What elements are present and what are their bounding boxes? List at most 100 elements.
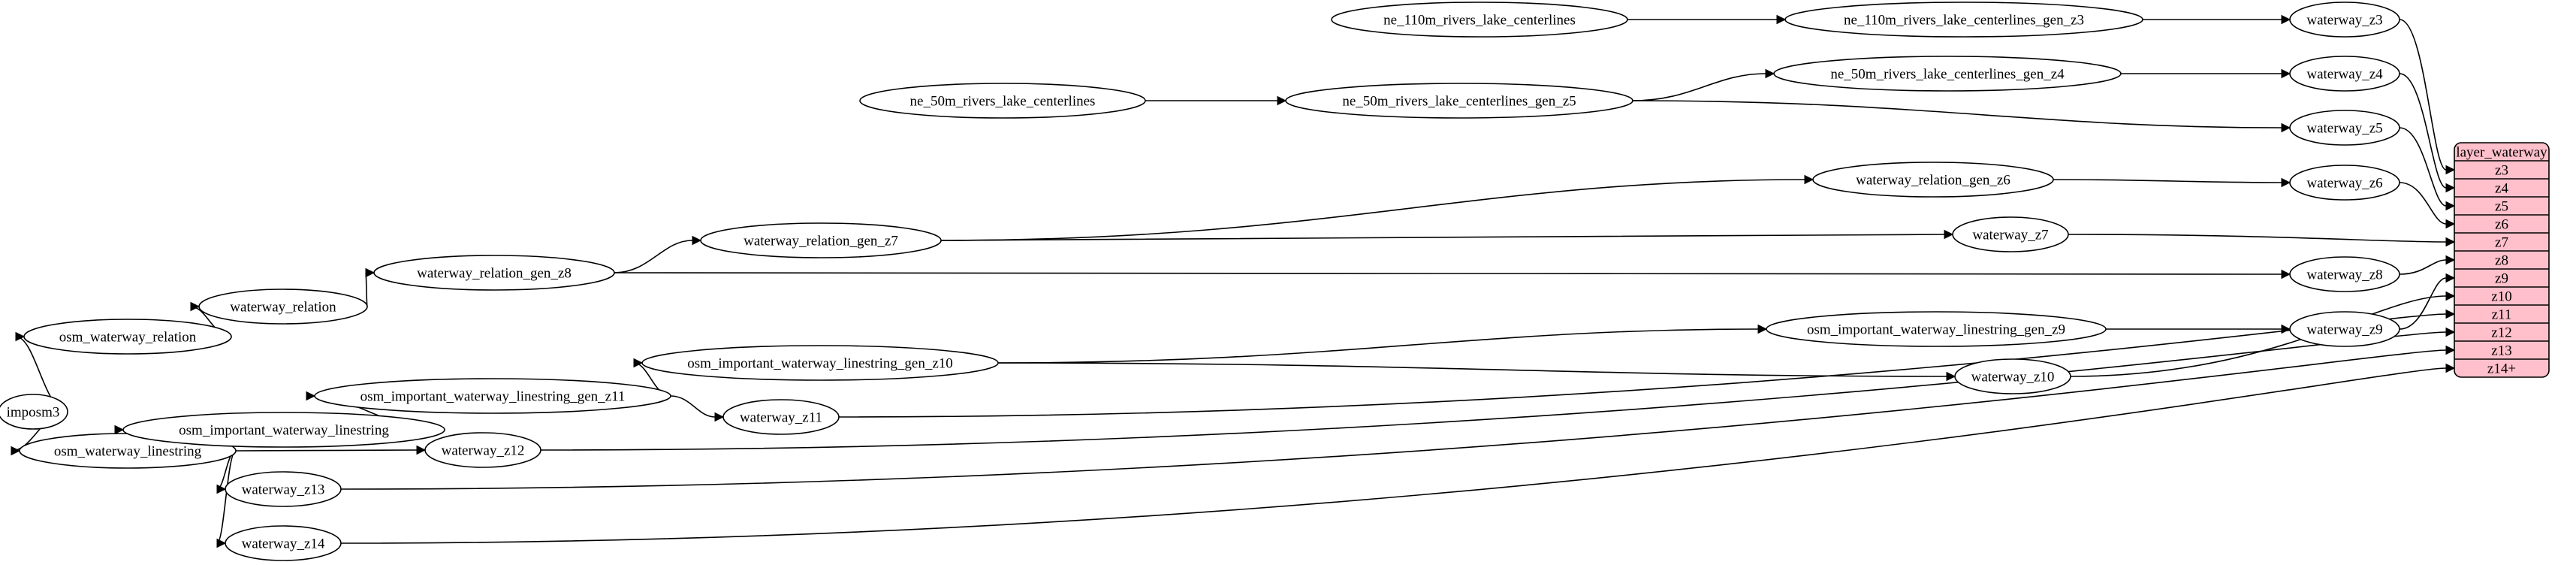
node-waterway_z5[interactable]: waterway_z5 [2289,110,2400,146]
node-label: osm_waterway_relation [59,330,197,346]
node-waterway_z11[interactable]: waterway_z11 [722,399,840,435]
node-ne_50m_rivers_lake_centerlines_gen_z5[interactable]: ne_50m_rivers_lake_centerlines_gen_z5 [1285,83,1633,119]
edge-waterway_z14-to-layer_waterway_z14_ [340,367,2447,544]
node-shape [122,412,445,448]
node-waterway_z9[interactable]: waterway_z9 [2289,311,2400,347]
node-ne_50m_rivers_lake_centerlines[interactable]: ne_50m_rivers_lake_centerlines [859,83,1146,119]
node-waterway_relation_gen_z6[interactable]: waterway_relation_gen_z6 [1812,162,2054,198]
node-waterway_z14[interactable]: waterway_z14 [225,525,342,561]
arrowhead-icon [714,412,725,422]
arrowhead-icon [2281,122,2291,133]
record-field-z8[interactable]: z8 [2495,253,2508,269]
arrowhead-icon [2445,291,2456,301]
arrowhead-icon [2445,219,2456,229]
arrowhead-icon [1804,174,1814,185]
node-shape [1784,2,2143,38]
arrowhead-icon [2445,363,2456,373]
record-field-z9[interactable]: z9 [2495,271,2508,287]
node-shape [2289,2,2400,38]
arrowhead-icon [2445,183,2456,193]
node-waterway_z6[interactable]: waterway_z6 [2289,165,2400,201]
node-waterway_relation[interactable]: waterway_relation [198,289,368,325]
node-osm_important_waterway_linestring_gen_z10[interactable]: osm_important_waterway_linestring_gen_z1… [641,345,999,381]
node-waterway_relation_gen_z8[interactable]: waterway_relation_gen_z8 [373,255,615,291]
node-shape [859,83,1146,119]
node-shape [0,394,68,430]
node-shape [641,345,999,381]
node-osm_waterway_relation[interactable]: osm_waterway_relation [23,319,232,355]
node-ne_110m_rivers_lake_centerlines[interactable]: ne_110m_rivers_lake_centerlines [1331,2,1628,38]
record-field-z12[interactable]: z12 [2491,325,2511,341]
record-field-z4[interactable]: z4 [2495,181,2508,197]
arrowhead-icon [2281,68,2291,79]
record-field-z10[interactable]: z10 [2491,289,2511,305]
edge-waterway_relation_gen_z8-to-waterway_relation_gen_z7 [614,240,693,273]
node-label: waterway_relation [230,300,336,316]
edge-waterway_relation_gen_z6-to-waterway_z6 [2053,179,2282,183]
node-waterway_z10[interactable]: waterway_z10 [1954,358,2071,394]
node-waterway_z7[interactable]: waterway_z7 [1952,216,2069,252]
record-field-z14plus[interactable]: z14+ [2487,361,2516,377]
node-shape [225,525,342,561]
edge-waterway_z8-to-layer_waterway_z8 [2399,259,2447,275]
node-waterway_relation_gen_z7[interactable]: waterway_relation_gen_z7 [700,222,942,258]
node-ne_110m_rivers_lake_centerlines_gen_z3[interactable]: ne_110m_rivers_lake_centerlines_gen_z3 [1784,2,2143,38]
node-osm_important_waterway_linestring[interactable]: osm_important_waterway_linestring [122,412,445,448]
record-title: layer_waterway [2456,145,2547,161]
arrowhead-icon [114,425,125,435]
edge-waterway_relation-to-waterway_relation_gen_z8 [365,272,368,307]
node-label: waterway_z5 [2306,121,2382,137]
node-ne_50m_rivers_lake_centerlines_gen_z4[interactable]: ne_50m_rivers_lake_centerlines_gen_z4 [1773,56,2122,92]
node-label: osm_waterway_linestring [54,444,202,460]
edge-waterway_z13-to-layer_waterway_z13 [340,349,2447,490]
layer-waterway-record[interactable]: layer_waterway z3 z4 z5 z6 z7 z8 z9 z10 z11 z12 z13… [2454,142,2550,378]
record-field-z3[interactable]: z3 [2495,163,2508,179]
arrowhead-icon [692,235,702,246]
node-waterway_z8[interactable]: waterway_z8 [2289,256,2400,292]
node-shape [1285,83,1633,119]
node-label: waterway_z12 [442,443,525,459]
arrowhead-icon [216,538,227,548]
arrowhead-icon [2281,324,2291,334]
arrowhead-icon [1757,324,1768,334]
node-waterway_z13[interactable]: waterway_z13 [225,471,342,507]
arrowhead-icon [633,358,644,368]
node-label: ne_50m_rivers_lake_centerlines [910,94,1096,110]
record-field-z6[interactable]: z6 [2495,217,2508,233]
node-shape [1773,56,2122,92]
node-waterway_z12[interactable]: waterway_z12 [424,432,541,468]
node-label: ne_110m_rivers_lake_centerlines [1383,13,1576,29]
node-shape [23,319,232,355]
arrowhead-icon [2445,273,2456,283]
arrowhead-icon [2445,237,2456,247]
node-label: osm_important_waterway_linestring [179,423,389,439]
arrowhead-icon [416,445,427,455]
record-outline [2454,142,2550,378]
node-label: waterway_z13 [242,482,325,498]
node-imposm3[interactable]: imposm3 [0,394,68,430]
edge-waterway_relation_gen_z8-to-waterway_z8 [614,272,2282,275]
node-waterway_z4[interactable]: waterway_z4 [2289,56,2400,92]
record-field-z7[interactable]: z7 [2495,235,2508,251]
layer-waterway-table: layer_waterway z3 z4 z5 z6 z7 z8 z9 z10 z11 z12 z13… [2454,142,2550,378]
arrowhead-icon [1946,371,1956,382]
arrowhead-icon [11,446,21,456]
edge-osm_important_waterway_linestring_gen_z10-to-waterway_z10 [997,362,1947,377]
node-shape [225,471,342,507]
node-label: ne_50m_rivers_lake_centerlines_gen_z5 [1342,94,1576,110]
node-label: osm_important_waterway_linestring_gen_z9 [1807,322,2065,338]
node-shape [700,222,942,258]
node-shape [2289,256,2400,292]
node-waterway_z3[interactable]: waterway_z3 [2289,2,2400,38]
node-osm_important_waterway_linestring_gen_z9[interactable]: osm_important_waterway_linestring_gen_z9 [1766,311,2107,347]
node-shape [373,255,615,291]
arrowhead-icon [2281,269,2291,279]
record-field-z11[interactable]: z11 [2492,307,2512,323]
arrowhead-icon [2281,177,2291,188]
record-field-z13[interactable]: z13 [2491,343,2511,359]
node-label: waterway_z11 [740,410,822,426]
record-field-z5[interactable]: z5 [2495,199,2508,215]
node-osm_important_waterway_linestring_gen_z11[interactable]: osm_important_waterway_linestring_gen_z1… [314,378,671,414]
arrowhead-icon [2445,345,2456,355]
